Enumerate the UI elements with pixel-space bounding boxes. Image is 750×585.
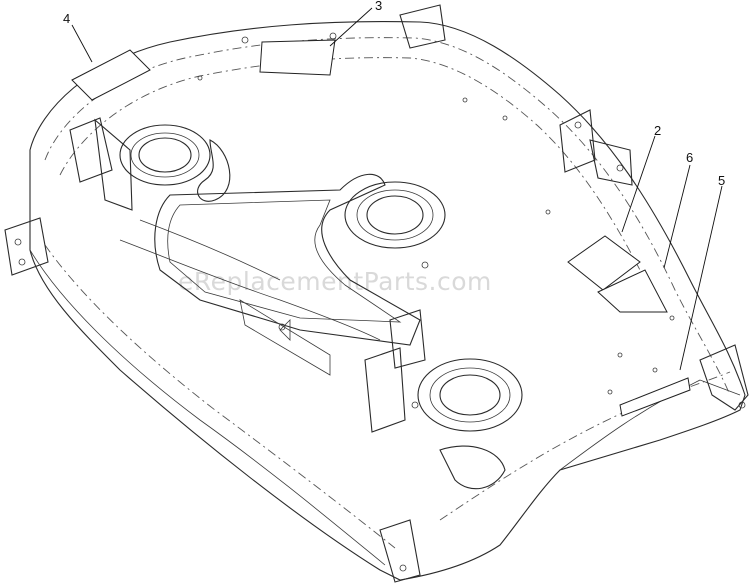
mounting-brackets <box>4 4 749 583</box>
spindle-mounts <box>119 124 523 490</box>
decal-2 <box>567 235 641 291</box>
callout-label: 4 <box>63 11 70 26</box>
callout-leaders <box>71 7 723 371</box>
callout-label: 2 <box>654 123 661 138</box>
deck-shell <box>29 21 746 581</box>
decal-3 <box>259 39 336 76</box>
decal-4 <box>71 49 151 101</box>
callout-labels: 4 3 2 6 5 <box>63 0 725 188</box>
callout-label: 3 <box>375 0 382 13</box>
decals <box>71 39 691 417</box>
decal-5 <box>619 377 691 417</box>
callout-label: 5 <box>718 173 725 188</box>
deck-holes <box>197 32 675 409</box>
callout-label: 6 <box>686 150 693 165</box>
decal-6 <box>597 269 668 313</box>
watermark-text: eReplacementParts.com <box>178 267 492 296</box>
